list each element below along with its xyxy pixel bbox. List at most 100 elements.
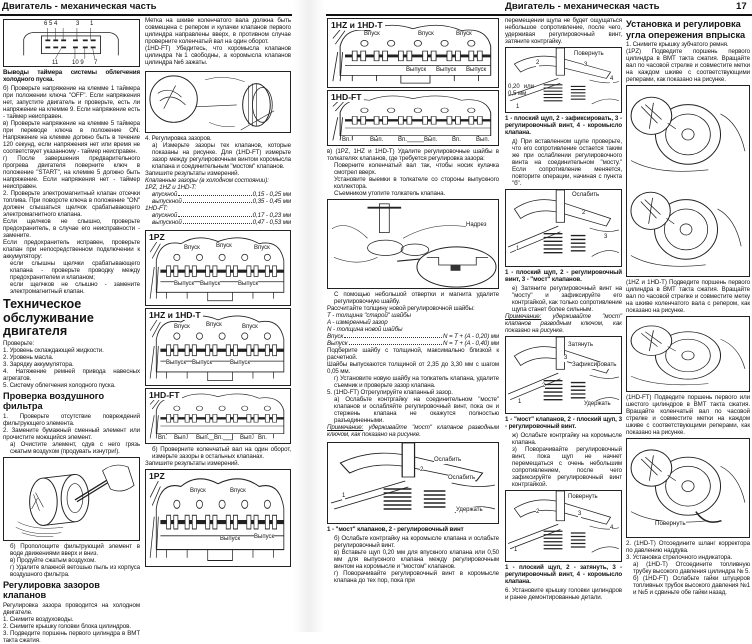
paragraph: 2. (1HD-T) Отсоедините шланг корректора … [626,540,750,554]
paragraph: Метка на шкиве коленчатого вала должна б… [145,17,291,45]
exhaust-label: Выпуск [174,281,195,288]
turn-label: Повернуть [655,520,686,528]
valve-label: Вп. [158,434,167,441]
spec-name: выпускной [152,219,182,226]
timing-marks-1hz-figure [626,316,750,392]
rocker-drawing [506,48,621,112]
paragraph: Подберите шайбу с толщиной, максимально … [327,347,499,361]
intake-label: Впуск [242,324,258,331]
fix-label: Зафиксировать [572,361,617,369]
spec-name: впускной [152,191,178,198]
exhaust-label: Выпуск [466,67,487,74]
timing-pulleys-drawing [630,96,746,267]
loosen-label: Ослабить [434,457,462,464]
valve-bridge-figure: Ослабить Ослабить Удержать 1 2 [327,442,499,524]
tighten-label: Затянуть [568,342,594,349]
list-item: 2. Уровень масла. [3,353,54,361]
valve-label: Вп. [214,434,223,441]
timing-marks-1hdft-figure: Повернуть [626,438,750,538]
paragraph: (1HZ и 1HD-T) Подведите поршень первого … [626,279,750,314]
text-block: если слышны щелчки срабатывающего клапан… [3,260,140,295]
text-block: б) Прополощите фильтрующий элемент в вод… [3,543,140,578]
section-heading: Техническое обслуживание двигателя [3,297,94,338]
paragraph: а) Очистите элемент, сдув с него грязь с… [10,440,140,455]
right-column-2: перемещении щупа не будет ощущаться небо… [505,17,622,601]
pin-label: 6 5 4 [44,21,58,28]
timer-terminals-figure: 6 5 4 3 1 11 10 9 7 [3,19,140,67]
rocker-drawing [506,491,621,561]
exhaust-label: Выпуск [238,281,259,288]
rocker-drawing [506,190,621,266]
legend-item: T - толщина "старой" шайбы [327,312,411,319]
list-item: 3. Зарядку аккумулятора. [3,360,74,368]
list-item: 5. Систему облегчения холодного пуска. [3,381,116,389]
intake-label: Впуск [456,31,472,38]
paragraph: если щелчков не слышно - замените электр… [10,281,140,295]
spec-value: 0,35 - 0,45 мм [252,198,291,205]
callout-number: 3 [604,234,608,241]
text-block: б) Ослабьте контргайку на коромысле клап… [327,535,499,584]
valve-label: Вып. [174,434,188,441]
note: Примечание: удерживайте "мост" клапанов … [327,424,499,438]
section-heading: Установка и регулировка угла опережения … [626,19,746,40]
paragraph: е) Затяните регулировочный винт на "мост… [512,285,622,313]
spec-engines: 1HD-FT: [145,205,168,212]
section-heading: Проверка воздушного фильтра [3,390,105,412]
intake-label: Впуск [364,31,380,38]
valve-layout-1hdft-figure: 1HD-FT Вп. Вып. Вп. Вып. Вп. Вып. [327,90,499,146]
timing-pulleys-drawing [630,325,746,386]
cylinder-head-drawing [146,470,290,566]
pin-label: 3 [76,21,80,28]
valve-layout-1pz-figure: 1PZ Впуск Впуск Впуск Выпуск Выпуск Выпу… [145,230,291,306]
figure-title: 1HD-FT [331,92,364,102]
header-rule [326,14,752,16]
paragraph: б) Проверните коленчатый вал на один обо… [152,446,291,460]
loosen-label: Ослабить [572,192,600,199]
list-item: Съемником утопите толкатель клапана. [334,190,446,197]
turn-label: Повернуть [574,51,604,58]
valve-label: Вп. [398,136,407,143]
exhaust-label: Выпуск [230,360,251,367]
paragraph: (1HD-FT) Убедитесь, что коромысла клапан… [145,45,291,66]
text-block: Подберите шайбу с толщиной, максимально … [327,347,499,375]
formula-name: Выпуск [327,340,348,347]
callout-number: 2 [542,383,546,390]
paragraph: 6. Установите крышку головки цилиндров и… [505,587,622,601]
intake-label: Впуск [206,322,222,329]
intake-label: Впуск [230,488,246,495]
crankshaft-pulley-figure [145,71,291,133]
text-block: Поверните коленчатый вал так, чтобы носи… [327,162,499,197]
callout-number: 4 [610,76,614,83]
pin-label: 1 [90,21,94,28]
exhaust-label: Выпуск [166,360,187,367]
paragraph: Запишите результаты измерений. [145,170,240,177]
paragraph: Если предохранитель исправен, проверьте … [3,239,140,260]
valve-label: Вып. [476,136,490,143]
bridge-screw-figure: Ослабить 1 2 3 [505,189,622,267]
list-item: 4. Натяжение ремней привода навесных агр… [3,367,140,382]
paragraph: б) Ослабьте контргайку на коромысле клап… [334,535,499,549]
header-rule [0,14,292,16]
paragraph: если слышны щелчки срабатывающего клапан… [10,260,140,281]
paragraph: а) (1HD-T) Отсоедините топливную трубку … [633,561,750,575]
callout-number: 2 [582,210,586,217]
text-block: а) (1HD-T) Отсоедините топливную трубку … [626,561,750,596]
gauge-size-label: 0,20 или 0,5 мм [508,84,534,97]
paragraph: з) Поворачивайте регулировочный винт, по… [512,446,622,488]
bridge-tighten-figure: Затянуть Зафиксировать Удержать 1 2 3 [505,336,622,414]
paragraph: (1HD-FT) Подведите поршень первого или ш… [626,394,750,436]
callout-number: 3 [578,511,582,518]
legend-item: A - измеренный зазор [327,319,388,326]
paragraph: в) Вставьте щуп 0,20 мм для впускного кл… [334,549,499,570]
list-item: Проверьте: [3,339,35,347]
right-column-3: Установка и регулировка угла опережения … [626,17,750,596]
tappet-tool-drawing [331,203,497,288]
paragraph: 4. Регулировка зазоров. [145,135,212,142]
text-block: Проверьте:1. Уровень охлаждающей жидкост… [3,340,140,389]
paragraph: г) Поворачивайте регулировочный винт в к… [334,570,499,584]
paragraph: 3. Установка стрелочного индикатора. [626,554,733,561]
spec-value: 0,47 - 0,53 мм [252,219,291,226]
paragraph: 2. Проверьте электромагнитный клапан отс… [3,190,140,218]
